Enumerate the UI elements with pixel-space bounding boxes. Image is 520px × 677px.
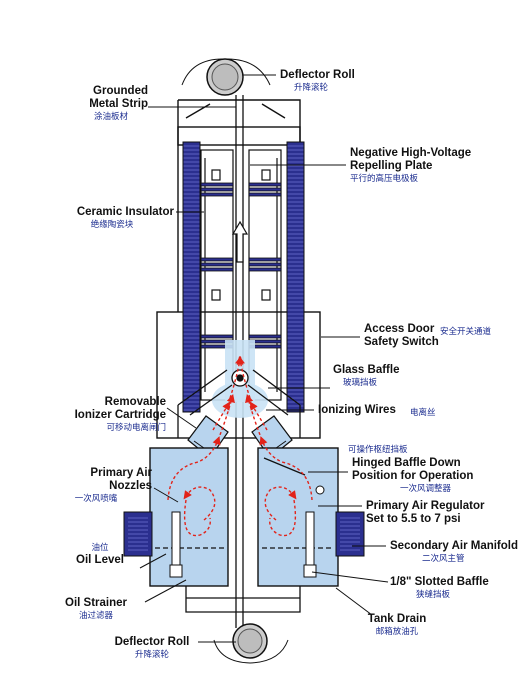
- label-ionizing-wires: Ionizing Wires: [318, 404, 396, 416]
- oil-tank-right: [257, 447, 365, 587]
- deflector-roll-top: [181, 58, 271, 96]
- label-tank-drain: Tank Drain 邮箱放油孔: [367, 613, 427, 637]
- label-grounded-metal-strip: Grounded Metal Strip 涂油板材: [89, 85, 148, 122]
- label-deflector-roll-top: Deflector Roll 升降滚轮: [280, 69, 355, 93]
- oil-tank-left: [123, 447, 229, 587]
- label-negative-plate: Negative High-Voltage Repelling Plate 平行…: [350, 147, 472, 184]
- label-ionizing-wires-zh: 电离丝: [410, 408, 436, 418]
- label-hinged-baffle-zh: 可操作枢纽挡板: [348, 445, 408, 455]
- ceramic-insulator-stack: [200, 182, 282, 349]
- label-glass-baffle: Glass Baffle 玻璃挡板: [333, 364, 400, 388]
- air-flow-arrows: [167, 355, 313, 537]
- leader-lines: [139, 74, 389, 643]
- strip-direction-arrow: [231, 220, 249, 263]
- label-secondary-air-manifold: Secondary Air Manifold 二次风主管: [390, 540, 519, 564]
- negative-plate-left: [182, 141, 201, 413]
- deflector-roll-bottom: [213, 623, 289, 664]
- label-access-door-zh: 安全开关通道: [440, 327, 492, 337]
- label-ceramic-insulator: Ceramic Insulator 绝缘陶瓷块: [76, 206, 174, 230]
- label-primary-air-nozzles: Primary Air Nozzles 一次风喷嘴: [74, 467, 152, 504]
- label-primary-air-regulator: Primary Air Regulator Set to 5.5 to 7 ps…: [366, 500, 485, 525]
- label-hinged-baffle: Hinged Baffle Down Position for Operatio…: [352, 457, 474, 494]
- label-deflector-roll-bottom: Deflector Roll 升降滚轮: [114, 636, 190, 660]
- label-slotted-baffle: 1/8" Slotted Baffle 狭缝挡板: [390, 576, 489, 600]
- tank-base: [185, 586, 301, 613]
- label-access-door: Access Door Safety Switch: [364, 323, 439, 348]
- label-oil-level: 油位 Oil Level: [76, 543, 124, 566]
- label-removable-ionizer: Removable Ionizer Cartridge 可移动电离闸门: [74, 396, 166, 433]
- label-oil-strainer: Oil Strainer 油过滤器: [65, 597, 127, 621]
- negative-plate-right: [286, 141, 305, 413]
